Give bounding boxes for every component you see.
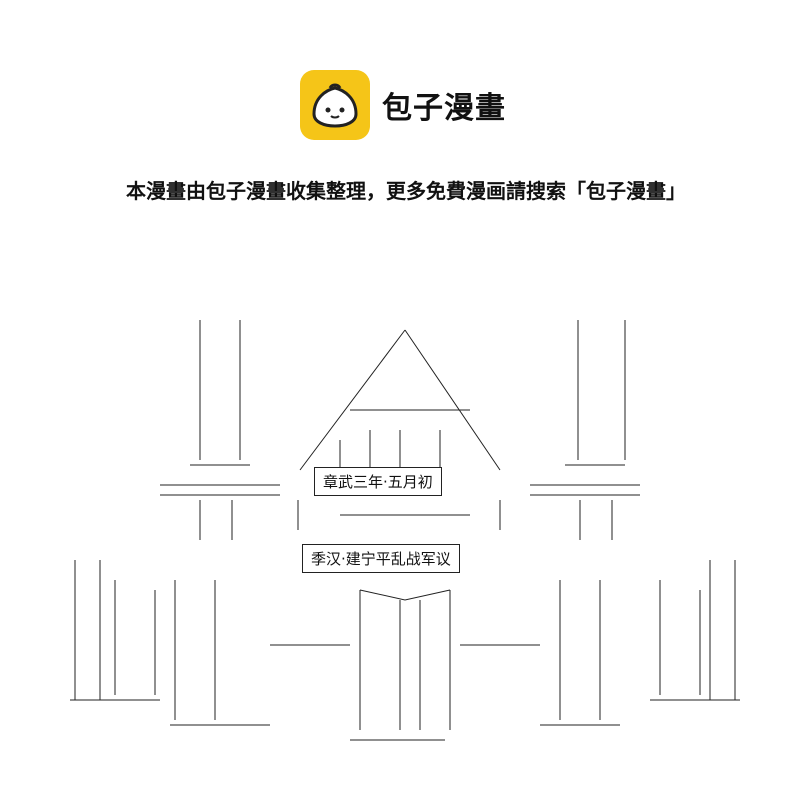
baozi-bun-logo-icon [300, 70, 370, 140]
art-caption-title: 季汉·建宁平乱战军议 [302, 544, 460, 573]
art-caption-date: 章武三年·五月初 [314, 467, 442, 496]
ascii-art-lines [70, 320, 740, 741]
source-notice: 本漫畫由包子漫畫收集整理，更多免費漫画請搜索「包子漫畫」 [126, 179, 686, 203]
brand-header: 包子漫畫 [300, 70, 506, 140]
brand-name: 包子漫畫 [382, 91, 506, 126]
ascii-art-illustration: 章武三年·五月初 季汉·建宁平乱战军议 [0, 300, 812, 760]
